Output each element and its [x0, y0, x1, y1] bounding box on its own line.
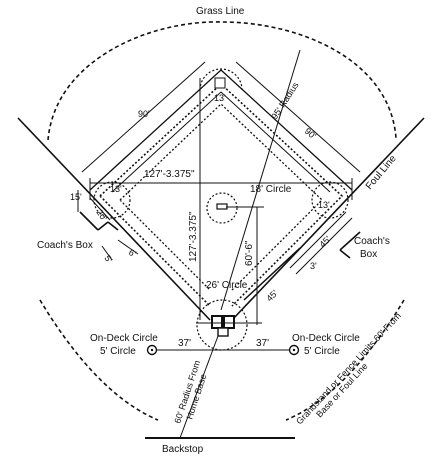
grass-line-label: Grass Line	[196, 6, 245, 17]
radius-95-line	[220, 49, 301, 311]
batter-box-right	[223, 315, 235, 329]
on-deck-left-label-2: 5' Circle	[100, 346, 136, 357]
base-path-inner	[111, 91, 331, 193]
first-base-circle	[311, 181, 349, 219]
coach-box-right-label-2: Box	[360, 249, 377, 260]
dim-5-label: 5'	[102, 253, 114, 264]
dim-90-left	[81, 61, 206, 173]
on-deck-right-label-2: 5' Circle	[304, 346, 340, 357]
grass-line-arc	[47, 21, 397, 141]
mound-circle-label: 18' Circle	[250, 184, 292, 195]
second-base-circle-label: 13'	[214, 93, 226, 103]
dim-5-line	[101, 245, 113, 261]
dim-6-label: 6'	[127, 247, 138, 259]
dim-45-upper-label: 45'	[317, 234, 333, 250]
coach-box-left	[79, 211, 119, 231]
dim-20-line	[89, 197, 111, 221]
running-lane-line	[289, 211, 347, 269]
coach-box-left-label: Coach's Box	[37, 240, 93, 251]
diagonal-height-label: 127'-3.375"	[188, 211, 199, 262]
on-deck-left-label-1: On-Deck Circle	[90, 333, 158, 344]
diagonal-width-label: 127'-3.375"	[144, 169, 195, 180]
catcher-box	[217, 327, 229, 337]
grandstand-line-left	[39, 299, 159, 421]
base-path-inner-dotted	[119, 103, 323, 291]
home-circle	[196, 299, 248, 351]
backstop-radius-line	[179, 335, 219, 439]
mound-distance-label: 60'-6"	[244, 240, 255, 266]
batter-box-left	[211, 315, 223, 329]
dim-20-label: 20'	[94, 207, 109, 223]
running-lane-line	[295, 217, 353, 275]
second-base-bag	[214, 77, 226, 89]
on-deck-circle-right-center	[292, 348, 296, 352]
home-circle-label: 26' Circle	[206, 280, 248, 291]
dim-6-line	[117, 239, 139, 255]
second-base-circle	[199, 68, 243, 91]
dim-3-label: 3'	[310, 261, 317, 271]
running-lane-line	[243, 247, 301, 301]
dim-90-right	[235, 61, 361, 173]
base-path-right-label: 90'	[303, 126, 319, 141]
foul-line-left	[17, 117, 211, 321]
dim-45-lower-label: 45'	[264, 288, 280, 304]
base-path-left-label: 90'	[138, 109, 150, 119]
third-base-circle-label: 13'	[110, 184, 122, 194]
foul-line-right	[231, 117, 425, 321]
grandstand-line-right	[285, 299, 405, 421]
backstop-label: Backstop	[162, 444, 204, 455]
dim-15-label: 15'	[70, 192, 82, 202]
infield-dotted-edge	[99, 82, 344, 307]
grandstand-label-1: Grandstand or Fence Limits 60' From	[294, 311, 403, 427]
on-deck-circle-left-center	[150, 348, 154, 352]
dim-37-left-label: 37'	[178, 338, 191, 349]
third-base-circle	[93, 181, 131, 219]
coach-box-right	[339, 231, 361, 259]
mound-circle	[206, 192, 238, 224]
first-base-circle-label: 13'	[318, 200, 330, 210]
dim-37-right-label: 37'	[256, 338, 269, 349]
foul-line-label: Foul Line	[364, 153, 399, 192]
on-deck-right-label-1: On-Deck Circle	[292, 333, 360, 344]
infield-outer-line	[89, 69, 353, 191]
pitcher-rubber	[216, 203, 228, 210]
coach-box-right-label-1: Coach's	[354, 236, 390, 247]
